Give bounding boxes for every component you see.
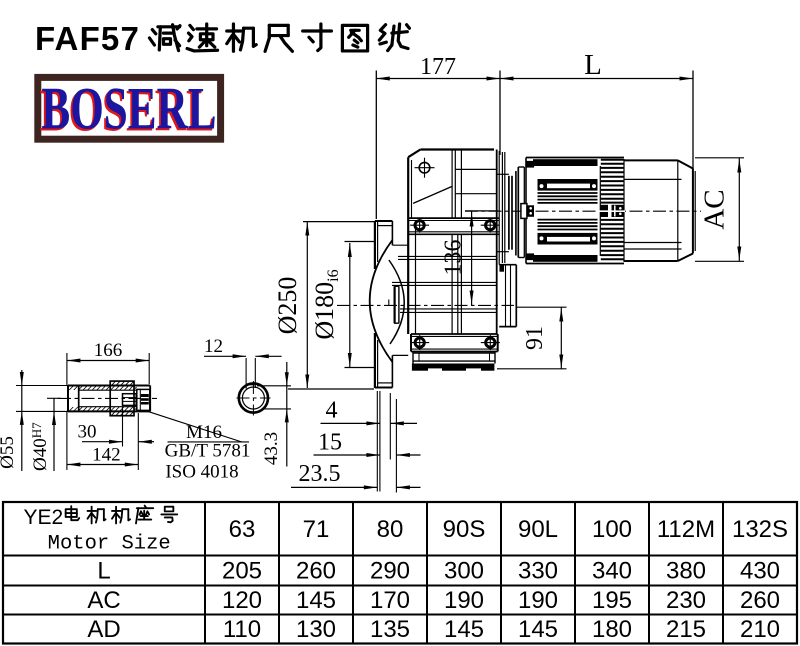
svg-text:120: 120 — [222, 587, 262, 614]
svg-text:380: 380 — [666, 558, 706, 585]
svg-text:71: 71 — [303, 516, 330, 543]
svg-text:195: 195 — [592, 587, 632, 614]
svg-text:L: L — [97, 558, 110, 585]
svg-text:135: 135 — [370, 616, 410, 643]
svg-text:Motor Size: Motor Size — [48, 533, 171, 556]
svg-text:43.3: 43.3 — [261, 432, 282, 465]
svg-text:430: 430 — [740, 558, 780, 585]
svg-text:205: 205 — [222, 558, 262, 585]
svg-text:110: 110 — [223, 616, 261, 643]
svg-text:M16: M16 — [186, 422, 222, 443]
svg-text:Ø40H7: Ø40H7 — [29, 422, 51, 471]
svg-text:190: 190 — [444, 587, 484, 614]
svg-text:15: 15 — [318, 430, 342, 456]
svg-text:63: 63 — [229, 516, 256, 543]
svg-text:GB/T 5781: GB/T 5781 — [165, 441, 251, 462]
svg-text:Ø55: Ø55 — [0, 436, 18, 469]
svg-text:260: 260 — [740, 587, 780, 614]
svg-text:145: 145 — [518, 616, 558, 643]
svg-text:FAF57: FAF57 — [35, 20, 140, 57]
svg-text:166: 166 — [94, 340, 123, 361]
svg-text:30: 30 — [78, 422, 97, 443]
svg-text:170: 170 — [370, 587, 410, 614]
svg-text:Ø180i6: Ø180i6 — [310, 269, 342, 339]
svg-text:BOSERL: BOSERL — [40, 78, 215, 145]
svg-text:136: 136 — [441, 240, 467, 276]
svg-text:ISO 4018: ISO 4018 — [165, 462, 238, 483]
svg-text:AC: AC — [699, 189, 731, 229]
svg-text:145: 145 — [444, 616, 484, 643]
svg-text:132S: 132S — [732, 516, 788, 543]
svg-text:L: L — [584, 49, 602, 81]
svg-text:300: 300 — [444, 558, 484, 585]
svg-text:340: 340 — [592, 558, 632, 585]
svg-text:260: 260 — [296, 558, 336, 585]
svg-text:23.5: 23.5 — [299, 461, 341, 487]
svg-text:BOSERL: BOSERL — [41, 76, 216, 143]
svg-text:4: 4 — [326, 398, 338, 424]
svg-text:142: 142 — [92, 445, 121, 466]
svg-text:12: 12 — [204, 336, 223, 357]
svg-text:290: 290 — [370, 558, 410, 585]
svg-text:Ø250: Ø250 — [273, 277, 302, 335]
svg-text:AD: AD — [87, 616, 120, 643]
svg-text:330: 330 — [518, 558, 558, 585]
svg-text:AC: AC — [87, 587, 120, 614]
svg-text:YE2: YE2 — [24, 506, 64, 529]
svg-text:145: 145 — [296, 587, 336, 614]
svg-text:180: 180 — [592, 616, 632, 643]
svg-text:91: 91 — [522, 326, 548, 350]
svg-text:130: 130 — [296, 616, 336, 643]
svg-text:90S: 90S — [443, 516, 486, 543]
svg-text:177: 177 — [420, 54, 456, 80]
svg-text:100: 100 — [592, 516, 632, 543]
svg-text:90L: 90L — [518, 516, 558, 543]
svg-text:215: 215 — [666, 616, 706, 643]
svg-text:190: 190 — [518, 587, 558, 614]
svg-text:80: 80 — [377, 516, 404, 543]
svg-text:112M: 112M — [657, 516, 715, 543]
svg-text:210: 210 — [740, 616, 780, 643]
svg-text:230: 230 — [666, 587, 706, 614]
